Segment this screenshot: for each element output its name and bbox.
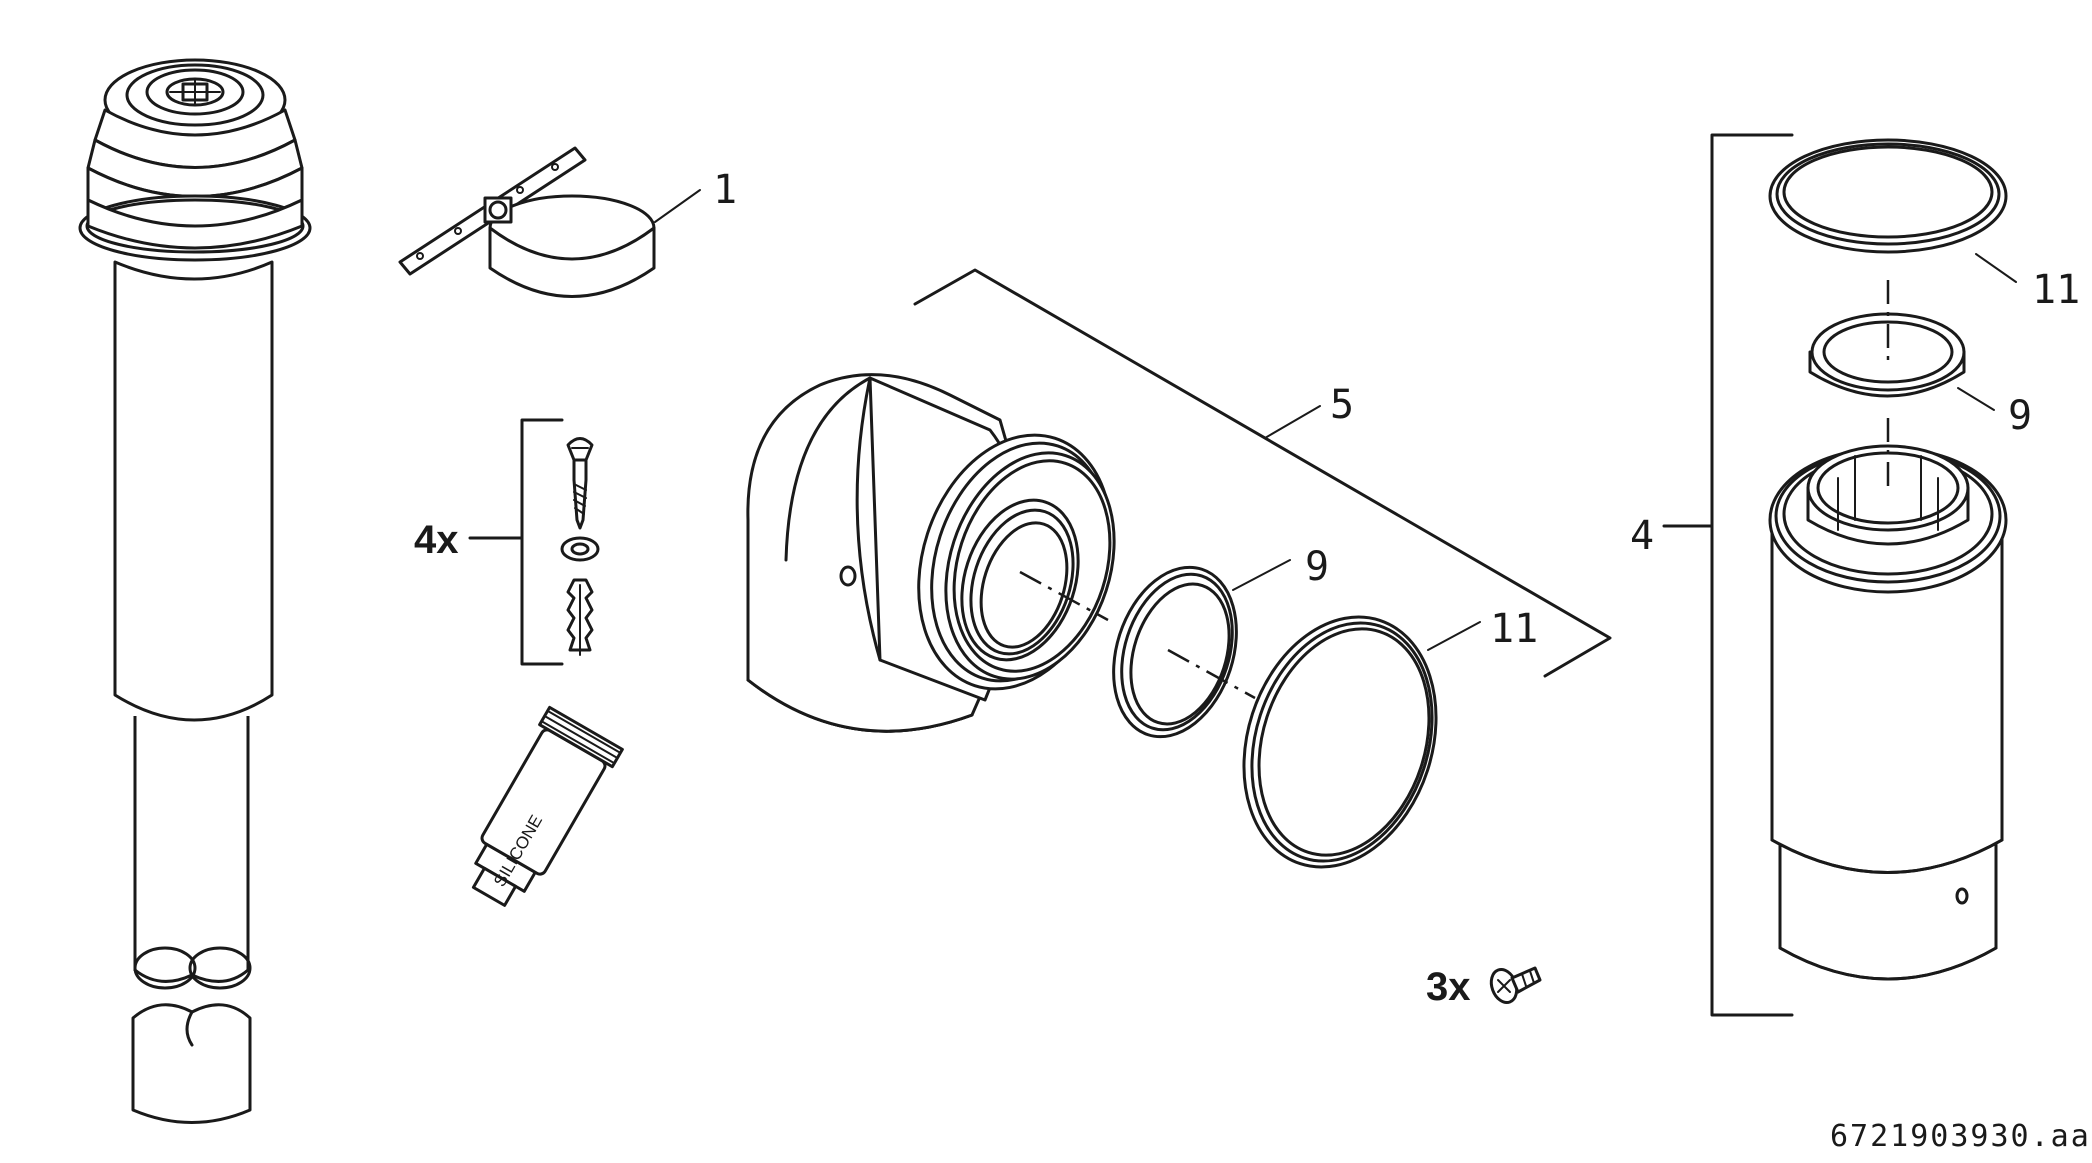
callout-11-extension: 11 <box>2032 267 2080 313</box>
extension-assembly-bracket <box>1662 133 1794 1017</box>
extension-pipe <box>1768 418 2008 981</box>
seal-ring-11-extension <box>1768 138 2017 283</box>
callout-5: 5 <box>1330 382 1354 428</box>
seal-ring-11-elbow <box>1242 615 1481 869</box>
small-screw <box>1489 966 1542 1004</box>
quantity-fixings: 4x <box>414 518 459 562</box>
document-id: 6721903930.aa <box>1830 1119 2091 1154</box>
quantity-screws: 3x <box>1426 965 1471 1009</box>
callout-9-extension: 9 <box>2008 393 2032 439</box>
seal-ring-9-elbow <box>1112 559 1291 739</box>
callout-labels: 1 5 9 11 4 11 9 4x 3x 6721903930.aa <box>414 167 2091 1154</box>
seal-ring-9-extension <box>1808 280 1995 411</box>
pipe-clamp <box>398 146 701 298</box>
concentric-elbow <box>746 373 1116 733</box>
callout-11-elbow: 11 <box>1490 606 1538 652</box>
callout-4: 4 <box>1630 513 1654 559</box>
silicone-tube: SILICONE <box>471 705 624 907</box>
elbow-assembly-bracket <box>913 268 1612 678</box>
vertical-flue-terminal <box>78 58 312 1124</box>
callout-1: 1 <box>713 167 737 213</box>
wall-fixing-set <box>468 418 600 666</box>
callout-9-elbow: 9 <box>1305 544 1329 590</box>
